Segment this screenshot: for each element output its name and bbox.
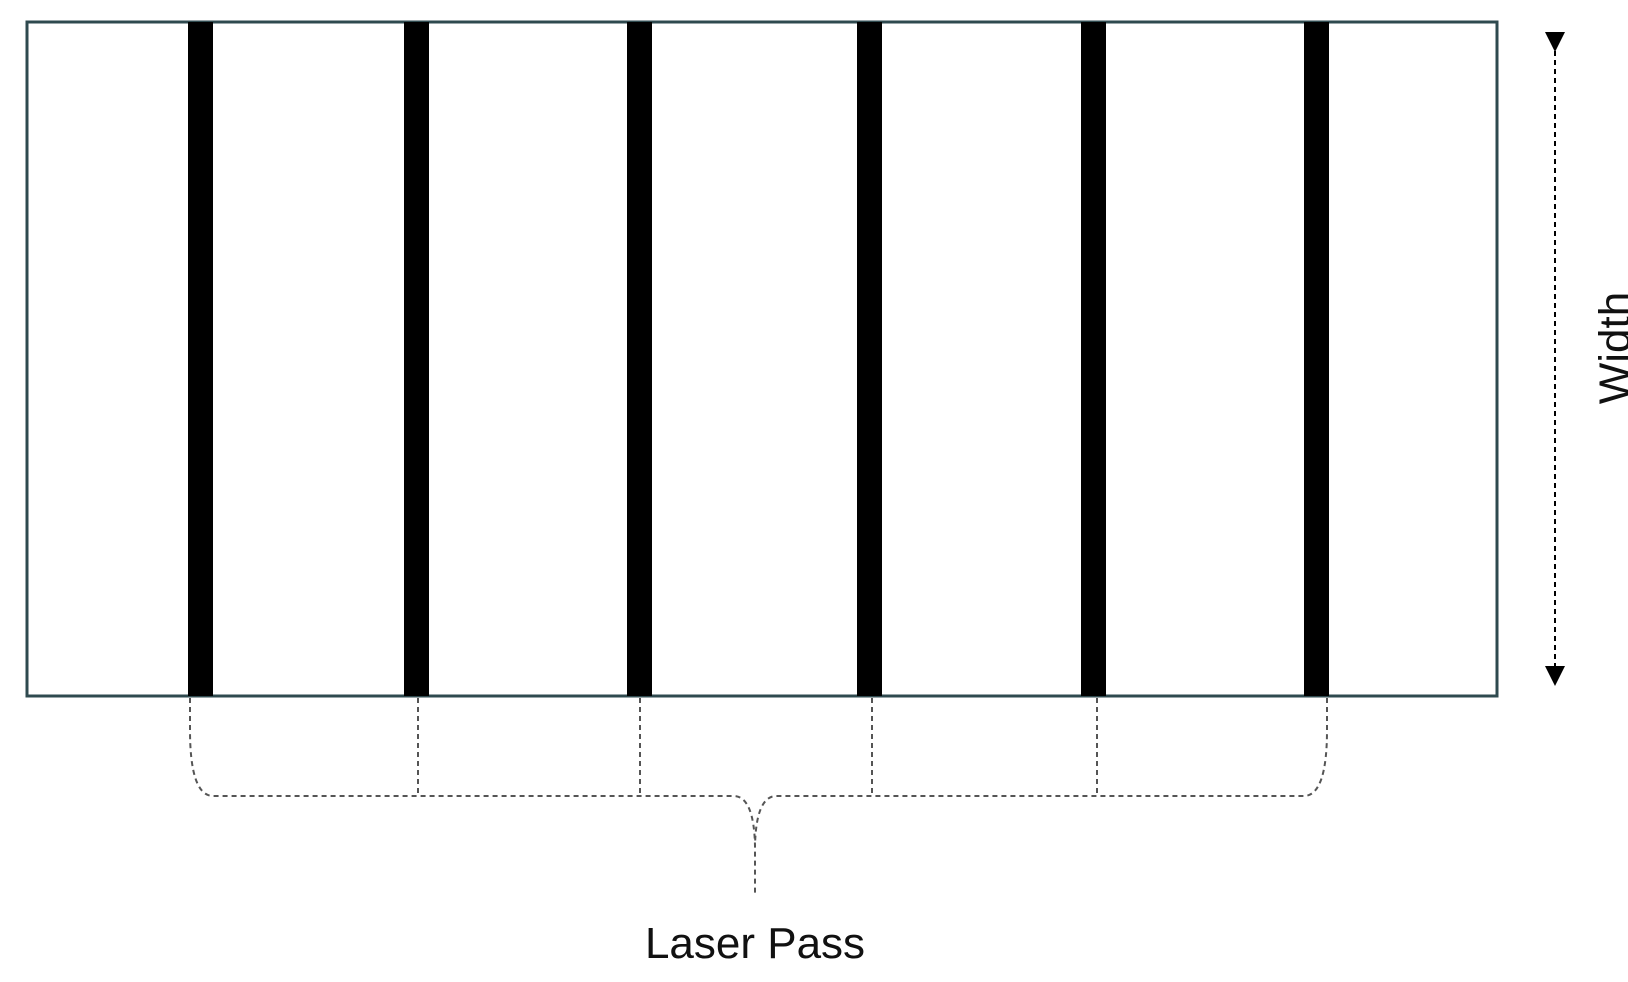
- laser-pass-line-4: [857, 22, 882, 696]
- laser-pass-brace: [189, 698, 1328, 896]
- laser-pass-line-1: [188, 22, 213, 696]
- laser-pass-lines: [188, 22, 1329, 696]
- brace-right-half: [754, 698, 1328, 847]
- laser-pass-line-2: [404, 22, 429, 696]
- laser-pass-line-3: [627, 22, 652, 696]
- width-label: Width: [1591, 292, 1628, 404]
- laser-pass-label: Laser Pass: [645, 919, 865, 968]
- laser-pass-line-6: [1304, 22, 1329, 696]
- sample-rectangle: [25, 20, 1499, 698]
- laser-pass-line-5: [1081, 22, 1106, 696]
- brace-left-half: [189, 698, 756, 896]
